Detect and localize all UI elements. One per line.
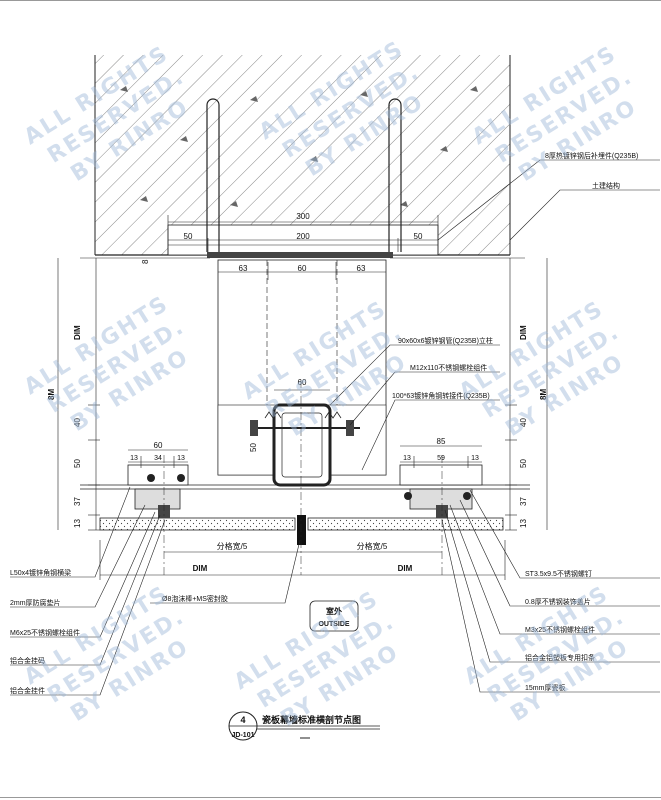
watermark: ALL RIGHTS RESERVED. BY RINRO ALL RIGHTS… — [20, 36, 642, 732]
label-angle-connector: 100*63镀锌角钢转接件(Q235B) — [392, 391, 490, 400]
left-clip-assembly — [127, 464, 189, 518]
dim-mullion-width: 60 — [298, 378, 307, 387]
dim-bracket-left-a: 13 — [130, 455, 138, 462]
label-sealant: Ø8泡沫棒+MS密封胶 — [162, 594, 228, 603]
label-clip-strip: 铝合金铝塑板专用扣条 — [525, 653, 595, 662]
dim-top-left: 50 — [184, 232, 193, 241]
dim-bracket-right-c: 13 — [471, 455, 479, 462]
dim-left-13: 13 — [73, 519, 82, 528]
title-text: 瓷板幕墙标准横剖节点图 — [262, 714, 361, 725]
dim-bracket-right-a: 13 — [403, 455, 411, 462]
outside-marker: 室外 OUTSIDE — [309, 600, 359, 632]
dim-top-middle: 200 — [296, 232, 310, 241]
label-rail: L50x4镀锌角钢横梁 — [10, 568, 71, 577]
label-hook: 铝合金挂码 — [10, 656, 45, 665]
label-hanger: 铝合金挂件 — [10, 686, 45, 695]
dim-bracket-left-overall: 60 — [154, 441, 163, 450]
dim-bracket-left-b: 34 — [154, 455, 162, 462]
label-bolt-m6: M6x25不锈钢螺栓组件 — [10, 628, 80, 637]
dim-bracket-right-b: 59 — [437, 455, 445, 462]
dim-bracket-right-overall: 85 — [437, 437, 446, 446]
label-screw-st35: ST3.5x9.5不锈钢螺钉 — [525, 569, 592, 578]
bottom-dimensions — [99, 540, 506, 580]
dim-under-middle: 60 — [298, 264, 307, 273]
dim-left-50: 50 — [73, 459, 82, 468]
label-structure: 土建结构 — [592, 181, 620, 190]
label-cover-plate: 0.8厚不锈钢装饰盖片 — [525, 597, 591, 606]
label-embedded-plate: 8厚热镀锌钢后补埋件(Q235B) — [545, 151, 638, 160]
outside-zh: 室外 — [326, 606, 342, 616]
dim-left-40: 40 — [73, 418, 82, 427]
dim-under-left: 63 — [239, 264, 248, 273]
right-dimensions — [390, 257, 548, 531]
title-block: 4 JD-101 瓷板幕墙标准横剖节点图 — [228, 711, 380, 741]
dim-right-grid: 分格宽/5 — [357, 541, 388, 551]
dim-top-overall: 300 — [296, 212, 310, 221]
dim-right-13: 13 — [519, 519, 528, 528]
dim-left-bottom: DIM — [193, 564, 208, 573]
dim-right-dim: DIM — [519, 325, 528, 340]
dim-left-dim: DIM — [73, 325, 82, 340]
label-panel: 15mm厚瓷板 — [525, 683, 565, 692]
concrete-structure — [94, 55, 511, 256]
dim-left-side: 8M — [47, 389, 56, 400]
outside-en: OUTSIDE — [318, 621, 349, 628]
top-dimensions — [167, 215, 439, 280]
dim-mullion-height: 50 — [249, 443, 258, 452]
title-sheet: JD-101 — [232, 732, 255, 739]
dim-left-37: 37 — [73, 497, 82, 506]
dim-right-50: 50 — [519, 459, 528, 468]
dim-under-right: 63 — [357, 264, 366, 273]
right-clip-assembly — [399, 464, 483, 518]
label-bolt-m3: M3x25不锈钢螺栓组件 — [525, 625, 595, 634]
label-bolt-m12: M12x110不锈钢螺栓组件 — [410, 363, 487, 372]
label-gasket: 2mm厚防腐垫片 — [10, 598, 61, 607]
dim-left-grid: 分格宽/5 — [217, 541, 248, 551]
dim-left-gap: 8 — [141, 259, 150, 264]
title-number: 4 — [240, 715, 245, 725]
left-dimensions — [57, 257, 210, 531]
dim-bracket-left-c: 13 — [177, 455, 185, 462]
dim-right-37: 37 — [519, 497, 528, 506]
dim-right-40: 40 — [519, 418, 528, 427]
dim-top-right: 50 — [414, 232, 423, 241]
steel-mullion — [250, 403, 360, 487]
dim-right-side: 8M — [539, 389, 548, 400]
label-mullion: 90x60x6镀锌钢管(Q235B)立柱 — [398, 336, 493, 345]
dim-right-bottom: DIM — [398, 564, 413, 573]
